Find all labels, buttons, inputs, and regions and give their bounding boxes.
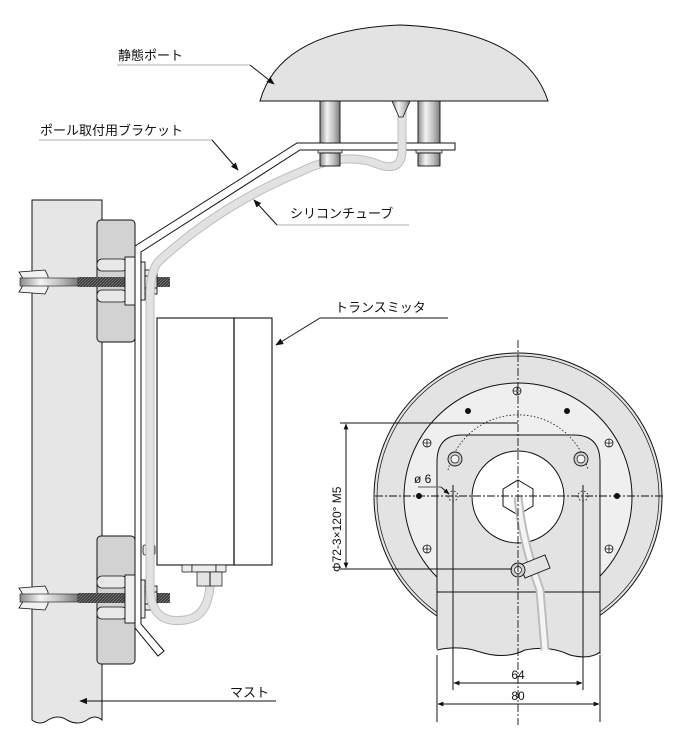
silicone-tube [145, 105, 407, 626]
hole-diameter-dimension: ø 6 [414, 472, 432, 486]
mast [31, 199, 103, 724]
dimension-plate-width: 80 [437, 689, 600, 707]
mast-label: マスト [230, 686, 269, 701]
label-mast: マスト [79, 686, 276, 705]
m5-screw [573, 451, 589, 467]
phillips-screw [422, 386, 614, 554]
static-port-label: 静態ポート [118, 48, 183, 64]
static-port [259, 24, 549, 167]
clamp-block-upper [96, 219, 136, 343]
silicone-tube-label: シリコンチューブ [290, 206, 393, 222]
label-transmitter: トランスミッタ [275, 301, 448, 346]
dimension-hole-diameter: ø 6 [414, 472, 450, 495]
transmitter-box [156, 317, 273, 587]
dimension-bolt-circle: Φ72-3×120° M5 [330, 422, 518, 572]
bolt-circle-dimension: Φ72-3×120° M5 [330, 486, 344, 572]
anchor-bolt-lower [18, 574, 170, 624]
label-pole-bracket: ポール取付用ブラケット [39, 123, 239, 171]
dimension-hole-pitch: 64 [453, 668, 583, 686]
m5-screw [447, 451, 463, 467]
label-silicone-tube: シリコンチューブ [253, 199, 409, 226]
plate-width-dimension: 80 [511, 689, 525, 703]
label-static-port: 静態ポート [117, 48, 275, 85]
pole-bracket-label: ポール取付用ブラケット [40, 123, 183, 139]
transmitter-label: トランスミッタ [335, 301, 426, 316]
hole-pitch-dimension: 64 [511, 668, 525, 682]
